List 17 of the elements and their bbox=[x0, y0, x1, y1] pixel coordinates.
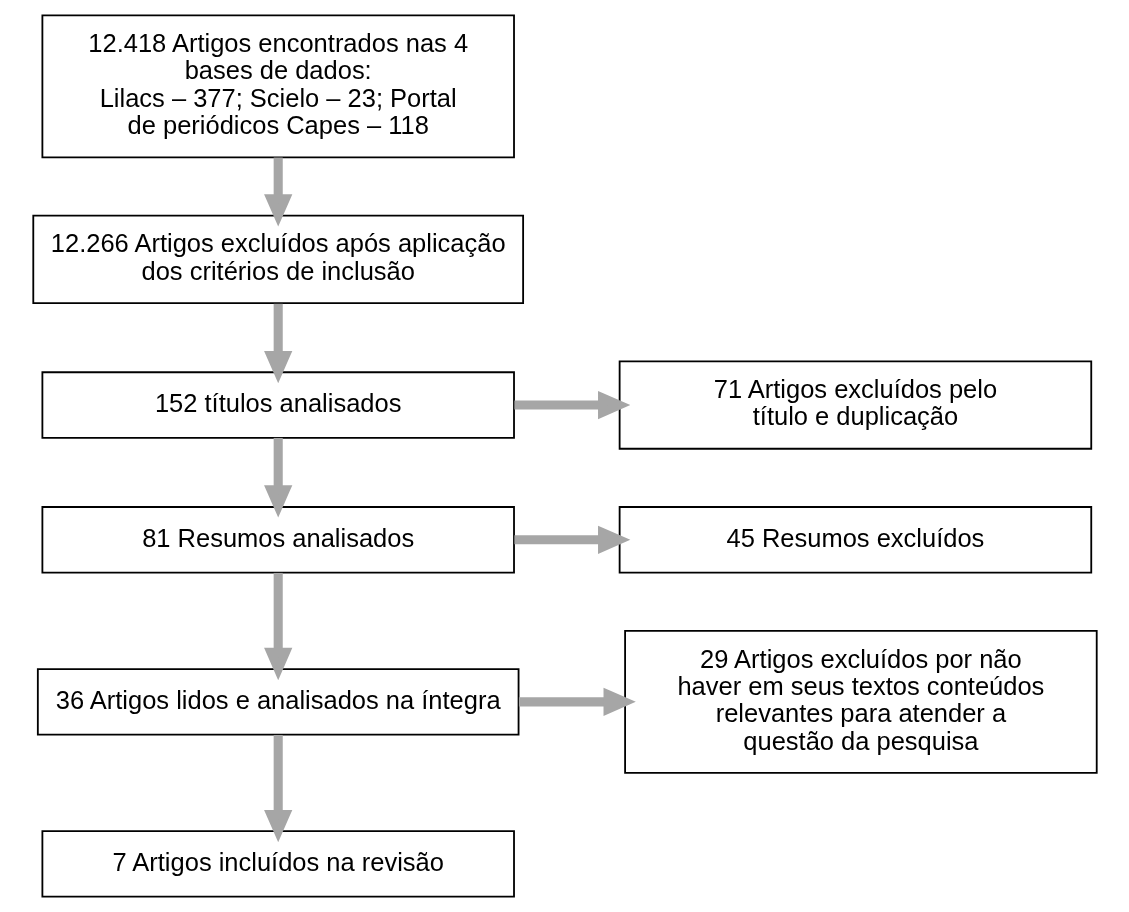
node-box: 12.266 Artigos excluídos após aplicação dos critérios de inclusão bbox=[31, 214, 524, 304]
node-box: 45 Resumos excluídos bbox=[618, 506, 1092, 574]
arrow bbox=[263, 303, 292, 384]
node-box: 12.418 Artigos encontrados nas 4 bases de dados: Lilacs – 377; Scielo – 23; Portal de periódicos Capes – 118 bbox=[41, 14, 515, 159]
node-box: 152 títulos analisados bbox=[41, 371, 515, 439]
arrow bbox=[513, 390, 630, 420]
arrow bbox=[518, 687, 636, 716]
node-box: 7 Artigos incluídos na revisão bbox=[41, 830, 515, 898]
node-box: 36 Artigos lidos e analisados na íntegra bbox=[36, 668, 519, 736]
arrow bbox=[513, 525, 630, 554]
arrow bbox=[263, 734, 292, 843]
arrow bbox=[263, 437, 292, 518]
node-box: 71 Artigos excluídos pelo título e duplicação bbox=[618, 360, 1092, 450]
node-box: 29 Artigos excluídos por não haver em seus textos conteúdos relevantes para atender a questão da pesquisa bbox=[623, 629, 1098, 774]
node-box: 81 Resumos analisados bbox=[41, 506, 515, 574]
arrow bbox=[263, 157, 292, 227]
arrow bbox=[263, 572, 292, 681]
